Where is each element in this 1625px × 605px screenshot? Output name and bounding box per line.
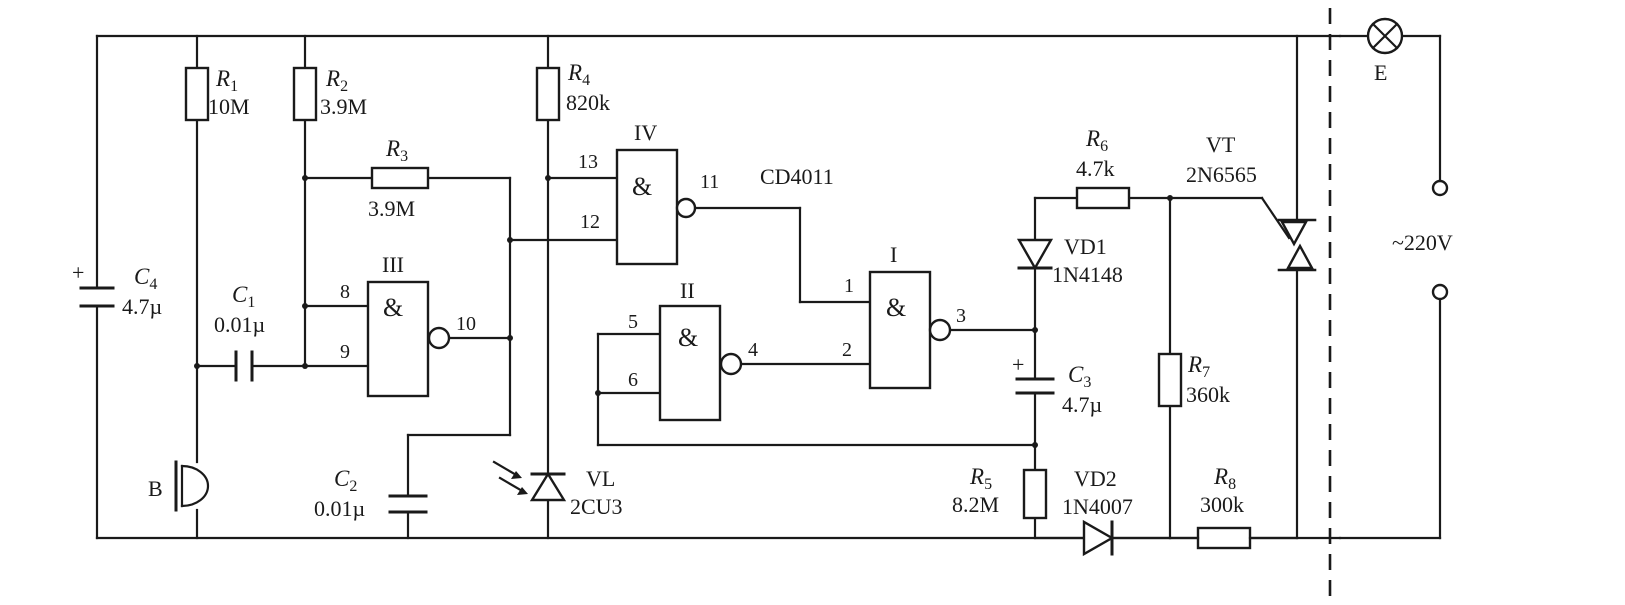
- c3-plus-sign: +: [1012, 352, 1024, 377]
- value-r6: 4.7k: [1076, 156, 1115, 181]
- supply-terminal-top: [1431, 179, 1449, 197]
- resistor-r5: [1022, 468, 1048, 520]
- gate-i-label: I: [890, 242, 897, 267]
- label-vl: VL: [586, 466, 615, 491]
- pin-5: 5: [628, 311, 638, 333]
- value-r1: 10M: [208, 94, 250, 119]
- label-vd2: VD2: [1074, 466, 1117, 491]
- gate-iv: [615, 148, 697, 266]
- value-vd1: 1N4148: [1052, 262, 1123, 287]
- wiring: [95, 34, 1442, 540]
- pin-3: 3: [956, 305, 966, 327]
- label-supply: ~220V: [1392, 230, 1453, 255]
- value-r3: 3.9M: [368, 196, 415, 221]
- pin-8: 8: [340, 281, 350, 303]
- value-c4: 4.7µ: [122, 294, 162, 319]
- gate-ii: [658, 304, 743, 422]
- label-vt: VT: [1206, 132, 1236, 157]
- gate-iv-symbol: &: [632, 172, 652, 201]
- gate-ii-symbol: &: [678, 323, 698, 352]
- microphone-b: [174, 460, 210, 512]
- value-r4: 820k: [566, 90, 610, 115]
- label-c4: C4: [134, 264, 157, 293]
- gate-ii-label: II: [680, 278, 695, 303]
- pin-13: 13: [578, 151, 598, 173]
- value-vt: 2N6565: [1186, 162, 1257, 187]
- capacitor-c1: [234, 350, 254, 382]
- resistor-r2: [292, 66, 318, 122]
- pin-12: 12: [580, 211, 600, 233]
- pin-2: 2: [842, 339, 852, 361]
- resistor-r8: [1196, 526, 1252, 550]
- value-c3: 4.7µ: [1062, 392, 1102, 417]
- label-r7: R7: [1187, 352, 1210, 381]
- gate-i-symbol: &: [886, 293, 906, 322]
- label-r2: R2: [325, 66, 348, 95]
- value-r5: 8.2M: [952, 492, 999, 517]
- value-r7: 360k: [1186, 382, 1230, 407]
- gate-iii-symbol: &: [383, 293, 403, 322]
- resistor-r1: [184, 66, 210, 122]
- junctions: [194, 175, 1173, 448]
- value-c1: 0.01µ: [214, 312, 265, 337]
- value-r2: 3.9M: [320, 94, 367, 119]
- value-r8: 300k: [1200, 492, 1244, 517]
- label-r5: R5: [969, 464, 992, 493]
- supply-terminal-bottom: [1431, 283, 1449, 301]
- capacitor-c3: [1015, 377, 1055, 395]
- triac-vt: [1277, 218, 1317, 272]
- gate-i: [868, 270, 952, 390]
- label-r6: R6: [1085, 126, 1108, 155]
- pin-1: 1: [844, 275, 854, 297]
- gate-iv-label: IV: [634, 120, 657, 145]
- label-r1: R1: [215, 66, 238, 95]
- lamp-e: [1366, 17, 1404, 55]
- diode-vd2: [1033, 519, 1172, 557]
- c4-plus-sign: +: [72, 260, 84, 285]
- pin-6: 6: [628, 369, 638, 391]
- label-r8: R8: [1213, 464, 1236, 493]
- label-cd4011: CD4011: [760, 164, 834, 189]
- label-r4: R4: [567, 60, 590, 89]
- value-vl: 2CU3: [570, 494, 623, 519]
- resistor-r4: [535, 66, 561, 122]
- value-vd2: 1N4007: [1062, 494, 1133, 519]
- gate-iii-label: III: [382, 252, 404, 277]
- capacitor-c4: [79, 286, 115, 308]
- diode-vd1: [1016, 238, 1054, 271]
- label-e: E: [1374, 60, 1387, 85]
- capacitor-c2: [388, 494, 428, 514]
- label-vd1: VD1: [1064, 234, 1107, 259]
- photodiode-vl: [492, 460, 567, 502]
- resistor-r6: [1075, 186, 1131, 210]
- label-c2: C2: [334, 466, 357, 495]
- label-r3: R3: [385, 136, 408, 165]
- label-b: B: [148, 476, 163, 501]
- pin-11: 11: [700, 171, 719, 193]
- gate-iii: [366, 280, 451, 398]
- resistor-r7: [1157, 352, 1183, 408]
- label-c1: C1: [232, 282, 255, 311]
- resistor-r3: [370, 166, 430, 190]
- pin-4: 4: [748, 339, 758, 361]
- pin-9: 9: [340, 341, 350, 363]
- label-c3: C3: [1068, 362, 1091, 391]
- value-c2: 0.01µ: [314, 496, 365, 521]
- pin-10: 10: [456, 313, 476, 335]
